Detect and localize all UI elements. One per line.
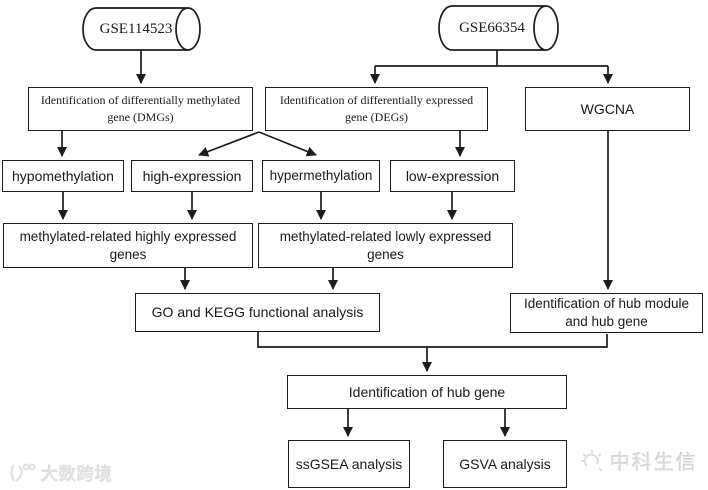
watermark-left-logo-icon: [10, 462, 36, 482]
node-hub-module-line1: Identification of hub module: [523, 296, 690, 312]
node-go-kegg: GO and KEGG functional analysis: [135, 293, 380, 332]
node-hypermethylation: hypermethylation: [262, 160, 380, 192]
watermark-right-text: 中科生信: [610, 452, 698, 474]
watermark-left: 大数跨境: [8, 460, 113, 485]
connector-merge-line: [257, 332, 608, 348]
node-dmg-line2: gene (DMGs): [107, 110, 174, 124]
node-hub-gene: Identification of hub gene: [287, 375, 567, 409]
watermark-right: 中科生信: [579, 446, 698, 475]
connector-junction-high-expression: [198, 131, 260, 157]
node-ssgsea: ssGSEA analysis: [288, 440, 410, 488]
node-hub-module-line2: and hub gene: [565, 314, 648, 329]
watermark-right-sun-icon: [581, 449, 603, 472]
node-deg: Identification of differentially express…: [265, 87, 488, 131]
node-wgcna: WGCNA: [525, 87, 690, 131]
node-dmg: Identification of differentially methyla…: [28, 87, 253, 131]
node-methylated-high-line1: methylated-related highly expressed: [19, 228, 237, 244]
node-methylated-low: methylated-related lowly expressed genes: [258, 223, 513, 268]
connector-junction-hypermethylation: [258, 131, 317, 157]
node-dmg-line1: Identification of differentially methyla…: [40, 92, 241, 107]
cylinder-gse114523: [82, 7, 188, 51]
node-hypomethylation: hypomethylation: [2, 160, 124, 192]
node-gse66354-label: GSE66354: [459, 19, 525, 36]
node-methylated-low-line1: methylated-related lowly expressed: [279, 228, 492, 244]
cylinder-gse114523-cap: [175, 7, 201, 51]
node-low-expression: low-expression: [390, 160, 515, 192]
node-gse114523-label: GSE114523: [99, 20, 173, 37]
watermark-left-text: 大数跨境: [41, 465, 113, 484]
node-gsva: GSVA analysis: [443, 440, 567, 488]
cylinder-gse66354: [438, 5, 546, 51]
node-methylated-low-line2: genes: [367, 246, 404, 262]
cylinder-gse66354-cap: [533, 5, 559, 51]
node-hub-module: Identification of hub module and hub gen…: [510, 293, 703, 333]
node-methylated-high: methylated-related highly expressed gene…: [3, 223, 253, 268]
node-high-expression: high-expression: [131, 160, 253, 192]
node-methylated-high-line2: genes: [109, 246, 147, 262]
node-deg-line2: gene (DEGs): [345, 110, 408, 124]
node-deg-line1: Identification of differentially express…: [279, 92, 474, 107]
